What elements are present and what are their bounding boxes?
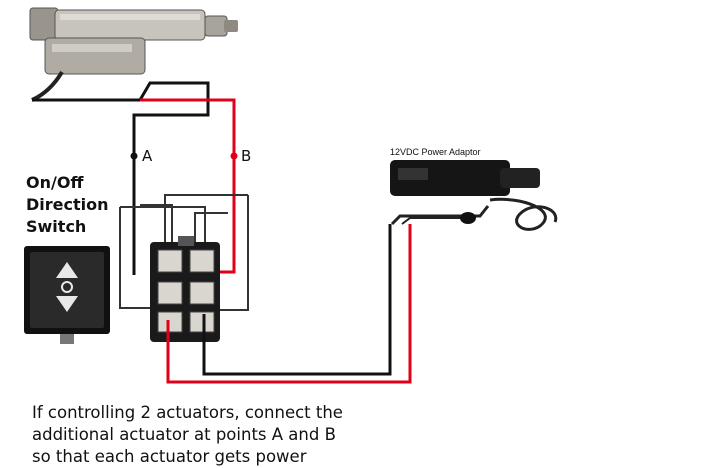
point-a-dot: [130, 152, 138, 160]
rocker-switch-front: [24, 246, 110, 344]
point-b-dot: [230, 152, 238, 160]
arrow-up-icon: [56, 262, 78, 278]
power-red-wire: [166, 224, 412, 384]
power-adaptor: [390, 160, 558, 231]
rocker-switch-back: [150, 236, 220, 342]
arrow-down-icon: [56, 296, 78, 312]
point-a-label: A: [142, 147, 153, 165]
power-black-wire: [202, 224, 392, 376]
switch-title: On/Off Direction Switch: [26, 173, 109, 236]
point-b-label: B: [241, 147, 251, 165]
actuator-red-lead: [140, 98, 236, 274]
adaptor-label: 12VDC Power Adaptor: [390, 147, 481, 157]
off-circle-icon: [61, 281, 73, 293]
caption-text: If controlling 2 actuators, connect the …: [32, 403, 343, 466]
crossover-wires: [119, 194, 249, 311]
linear-actuator: [29, 7, 238, 102]
